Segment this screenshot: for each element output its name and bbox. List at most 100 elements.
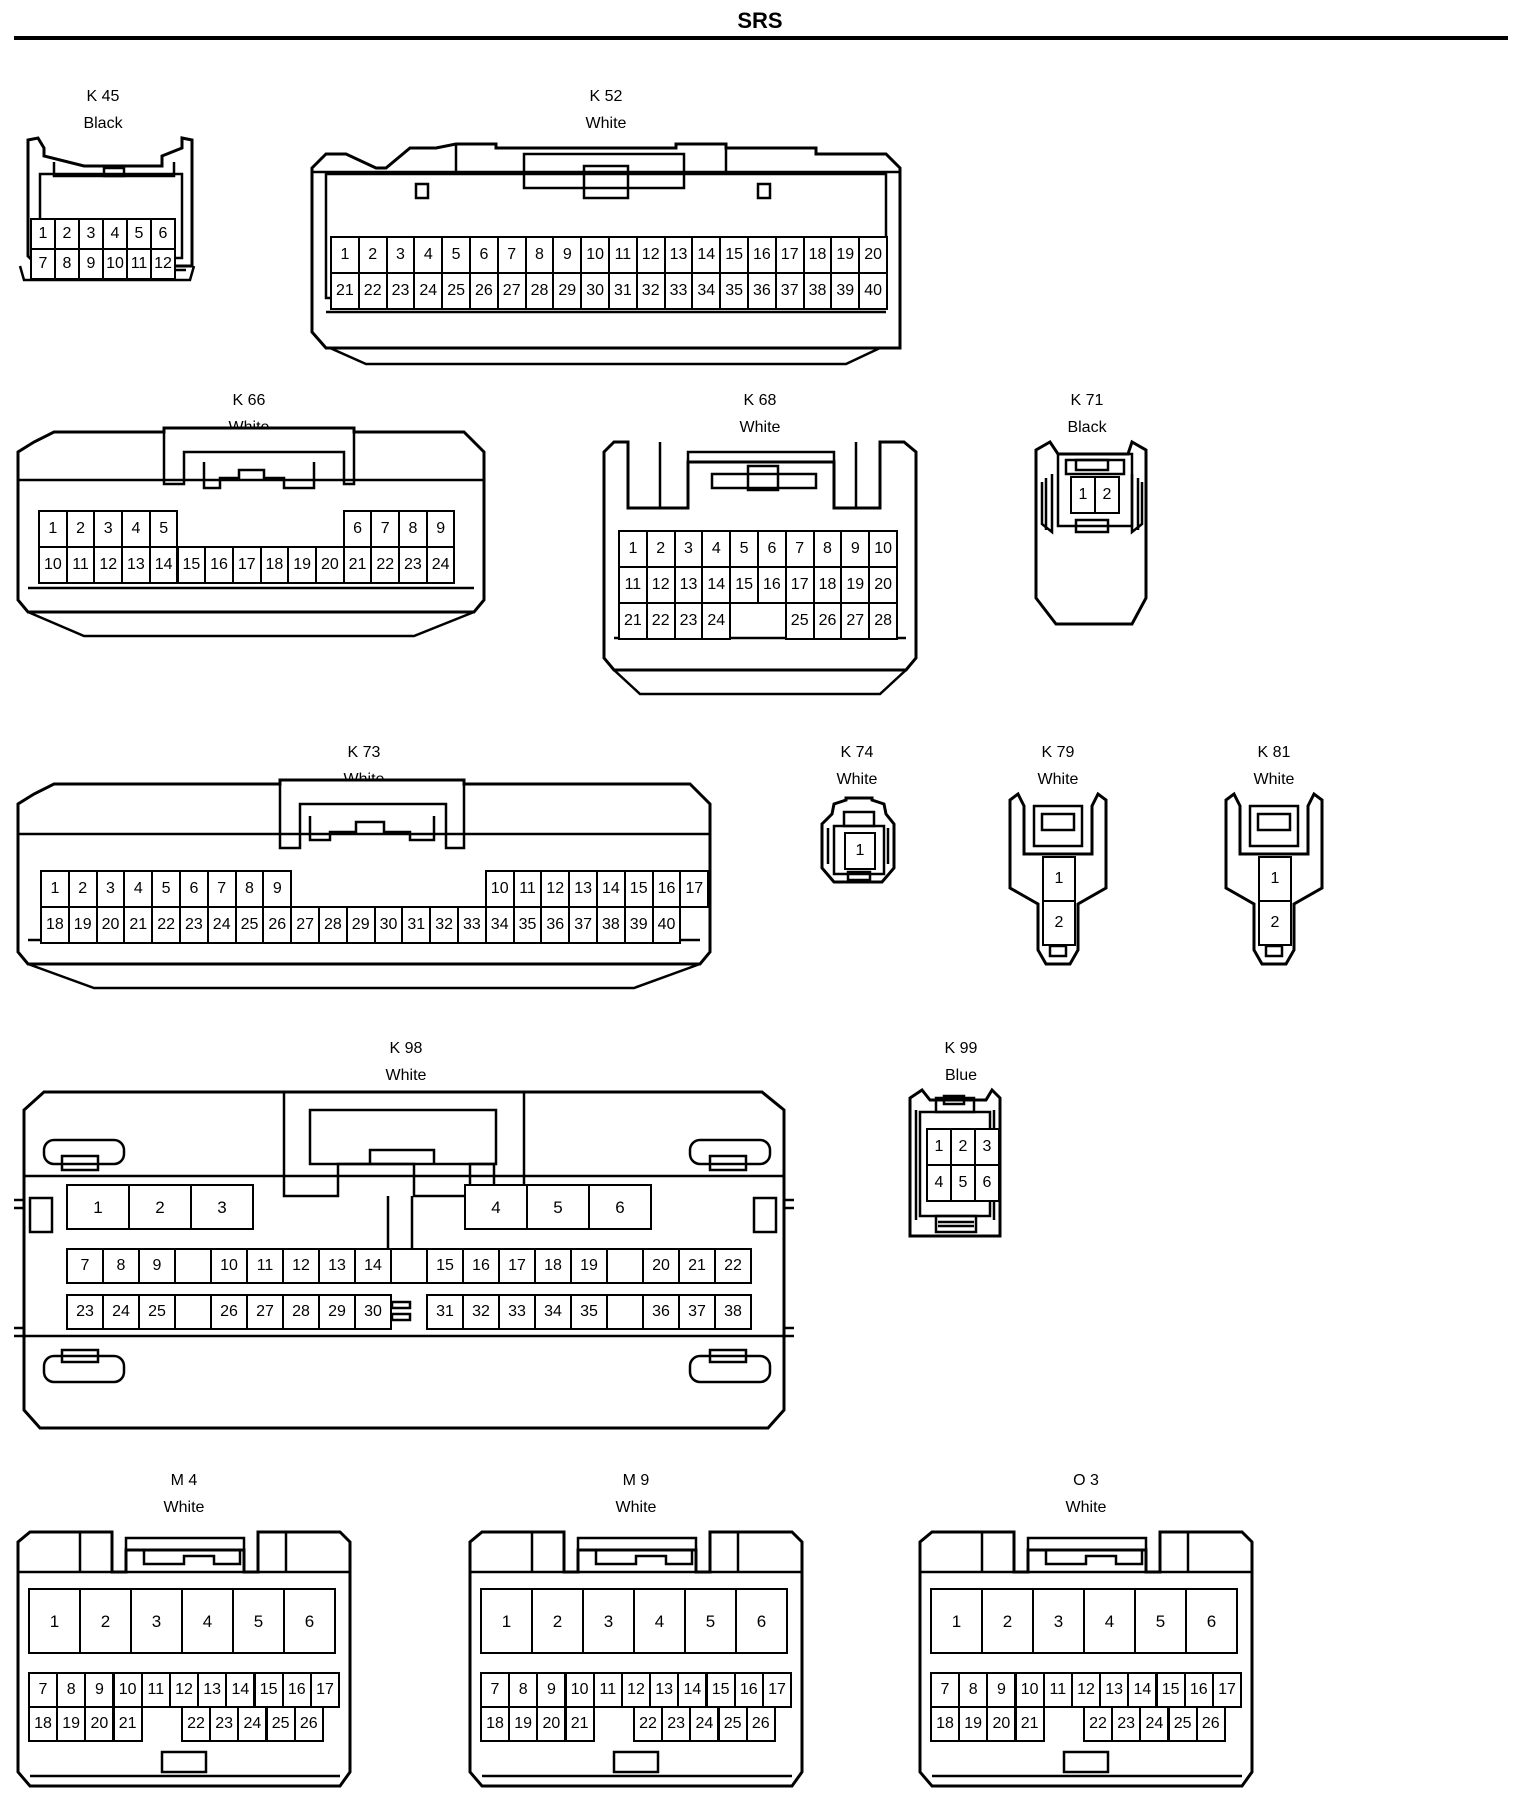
pin-cavity[interactable]: 19 bbox=[570, 1248, 608, 1284]
pin-cavity[interactable]: 16 bbox=[281, 1672, 312, 1708]
pin-cavity[interactable]: 17 bbox=[231, 546, 262, 584]
pin-cavity[interactable]: 26 bbox=[812, 602, 843, 640]
pin-cavity[interactable]: 5 bbox=[232, 1588, 285, 1654]
pin-cavity[interactable]: 17 bbox=[784, 566, 815, 604]
pin-cavity[interactable]: 34 bbox=[484, 906, 515, 944]
pin-cavity[interactable]: 2 bbox=[357, 236, 388, 274]
pin-cavity[interactable]: 22 bbox=[370, 546, 401, 584]
pin-cavity[interactable]: 29 bbox=[345, 906, 376, 944]
pin-cavity[interactable]: 10 bbox=[102, 248, 128, 280]
pin-cavity[interactable]: 31 bbox=[608, 272, 638, 310]
pin-cavity[interactable]: 4 bbox=[121, 510, 151, 548]
pin-cavity[interactable]: 22 bbox=[181, 1706, 211, 1742]
pin-cavity[interactable]: 23 bbox=[209, 1706, 240, 1742]
pin-cavity[interactable]: 16 bbox=[651, 870, 682, 908]
pin-cavity[interactable]: 14 bbox=[148, 546, 179, 584]
pin-cavity[interactable]: 32 bbox=[462, 1294, 500, 1330]
pin-cavity[interactable]: 23 bbox=[673, 602, 704, 640]
pin-cavity[interactable]: 10 bbox=[38, 546, 68, 584]
pin-cavity[interactable]: 19 bbox=[56, 1706, 87, 1742]
pin-cavity[interactable]: 13 bbox=[197, 1672, 228, 1708]
pin-cavity[interactable]: 1 bbox=[30, 218, 56, 250]
pin-cavity[interactable]: 2 bbox=[1042, 900, 1076, 946]
pin-cavity[interactable]: 25 bbox=[265, 1706, 296, 1742]
pin-cavity[interactable]: 39 bbox=[830, 272, 861, 310]
pin-cavity[interactable]: 25 bbox=[138, 1294, 176, 1330]
pin-cavity[interactable]: 9 bbox=[262, 870, 293, 908]
pin-cavity[interactable]: 3 bbox=[1032, 1588, 1085, 1654]
pin-cavity[interactable]: 17 bbox=[679, 870, 710, 908]
pin-cavity[interactable]: 6 bbox=[735, 1588, 788, 1654]
pin-cavity[interactable]: 1 bbox=[618, 530, 648, 568]
pin-cavity[interactable]: 10 bbox=[112, 1672, 143, 1708]
pin-cavity[interactable]: 18 bbox=[802, 236, 833, 274]
pin-cavity[interactable]: 11 bbox=[65, 546, 96, 584]
pin-cavity[interactable]: 13 bbox=[673, 566, 704, 604]
pin-cavity[interactable]: 8 bbox=[102, 1248, 140, 1284]
pin-cavity[interactable]: 40 bbox=[858, 272, 888, 310]
pin-cavity[interactable]: 26 bbox=[469, 272, 499, 310]
pin-cavity[interactable]: 2 bbox=[67, 870, 98, 908]
pin-cavity[interactable]: 27 bbox=[246, 1294, 284, 1330]
pin-cavity[interactable]: 8 bbox=[524, 236, 555, 274]
pin-cavity[interactable]: 30 bbox=[373, 906, 404, 944]
pin-cavity[interactable]: 3 bbox=[974, 1128, 1000, 1166]
pin-cavity[interactable]: 37 bbox=[774, 272, 805, 310]
pin-cavity[interactable]: 10 bbox=[564, 1672, 595, 1708]
pin-cavity[interactable]: 9 bbox=[84, 1672, 115, 1708]
pin-cavity[interactable]: 20 bbox=[858, 236, 888, 274]
pin-cavity[interactable]: 34 bbox=[691, 272, 722, 310]
pin-cavity[interactable]: 23 bbox=[398, 546, 428, 584]
pin-cavity[interactable]: 10 bbox=[1014, 1672, 1045, 1708]
pin-cavity[interactable]: 10 bbox=[210, 1248, 248, 1284]
pin-cavity[interactable]: 11 bbox=[618, 566, 648, 604]
pin-cavity[interactable]: 10 bbox=[484, 870, 515, 908]
pin-cavity[interactable]: 38 bbox=[802, 272, 833, 310]
pin-cavity[interactable]: 14 bbox=[677, 1672, 708, 1708]
pin-cavity[interactable]: 12 bbox=[540, 870, 571, 908]
pin-cavity[interactable]: 32 bbox=[635, 272, 666, 310]
pin-cavity[interactable]: 3 bbox=[673, 530, 704, 568]
pin-cavity[interactable]: 30 bbox=[354, 1294, 392, 1330]
pin-cavity[interactable]: 18 bbox=[534, 1248, 572, 1284]
pin-cavity[interactable]: 19 bbox=[67, 906, 98, 944]
pin-cavity[interactable]: 21 bbox=[618, 602, 648, 640]
pin-cavity[interactable]: 35 bbox=[570, 1294, 608, 1330]
pin-cavity[interactable]: 28 bbox=[282, 1294, 320, 1330]
pin-cavity[interactable]: 6 bbox=[469, 236, 499, 274]
pin-cavity[interactable]: 23 bbox=[66, 1294, 104, 1330]
pin-cavity[interactable]: 39 bbox=[623, 906, 654, 944]
pin-cavity[interactable]: 25 bbox=[234, 906, 265, 944]
pin-cavity[interactable]: 7 bbox=[30, 248, 56, 280]
pin-cavity[interactable]: 15 bbox=[176, 546, 207, 584]
pin-cavity[interactable]: 12 bbox=[621, 1672, 651, 1708]
pin-cavity[interactable]: 1 bbox=[66, 1184, 130, 1230]
pin-cavity[interactable]: 25 bbox=[441, 272, 471, 310]
pin-cavity[interactable]: 1 bbox=[1070, 476, 1096, 514]
pin-cavity[interactable]: 3 bbox=[130, 1588, 183, 1654]
pin-cavity[interactable]: 9 bbox=[425, 510, 456, 548]
pin-cavity[interactable]: 4 bbox=[413, 236, 444, 274]
pin-cavity[interactable]: 9 bbox=[840, 530, 871, 568]
pin-cavity[interactable]: 25 bbox=[717, 1706, 748, 1742]
pin-cavity[interactable]: 7 bbox=[784, 530, 815, 568]
pin-cavity[interactable]: 13 bbox=[663, 236, 694, 274]
pin-cavity[interactable]: 36 bbox=[747, 272, 777, 310]
pin-cavity[interactable]: 11 bbox=[246, 1248, 284, 1284]
pin-cavity[interactable]: 17 bbox=[1212, 1672, 1242, 1708]
pin-cavity[interactable]: 5 bbox=[126, 218, 152, 250]
pin-cavity[interactable]: 28 bbox=[318, 906, 348, 944]
pin-cavity[interactable]: 21 bbox=[330, 272, 360, 310]
pin-cavity[interactable]: 13 bbox=[121, 546, 151, 584]
pin-cavity[interactable]: 5 bbox=[729, 530, 759, 568]
pin-cavity[interactable]: 15 bbox=[253, 1672, 284, 1708]
pin-cavity[interactable]: 23 bbox=[385, 272, 416, 310]
pin-cavity[interactable]: 22 bbox=[151, 906, 181, 944]
pin-cavity[interactable]: 24 bbox=[413, 272, 444, 310]
pin-cavity[interactable]: 2 bbox=[54, 218, 80, 250]
pin-cavity[interactable]: 31 bbox=[426, 1294, 464, 1330]
pin-cavity[interactable]: 2 bbox=[531, 1588, 584, 1654]
pin-cavity[interactable]: 19 bbox=[958, 1706, 989, 1742]
pin-cavity[interactable]: 16 bbox=[462, 1248, 500, 1284]
pin-cavity[interactable]: 17 bbox=[498, 1248, 536, 1284]
